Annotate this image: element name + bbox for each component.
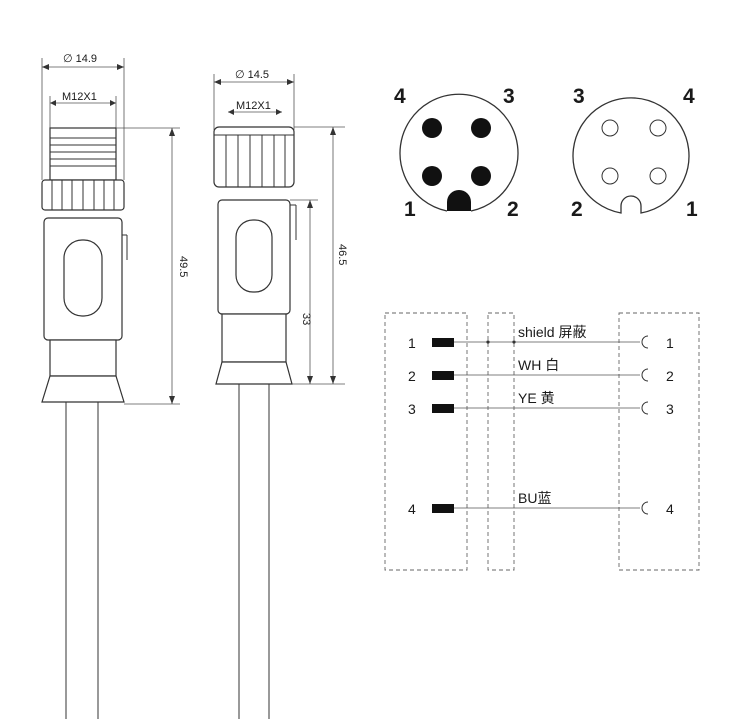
- female-socket-3: [601, 119, 619, 137]
- left-pin-number-1: 1: [408, 335, 416, 351]
- right-socket-1: [641, 335, 649, 349]
- male-connector: ∅ 14.9 M12X1: [41, 53, 189, 719]
- wire-label-yellow: YE 黄: [518, 390, 555, 406]
- male-length-label: 49.5: [177, 256, 189, 277]
- male-pin-label-4: 4: [394, 85, 406, 108]
- left-pin-marker-4: [432, 504, 454, 513]
- female-length-label: 46.5: [336, 244, 348, 265]
- female-socket-1: [649, 167, 667, 185]
- male-pin-2: [471, 166, 491, 186]
- female-socket-4: [649, 119, 667, 137]
- male-pin-4: [422, 118, 442, 138]
- male-pin-label-3: 3: [503, 85, 515, 108]
- left-pin-marker-1: [432, 338, 454, 347]
- male-pin-3: [471, 118, 491, 138]
- female-pin-label-1: 1: [686, 198, 698, 221]
- female-thread-label: M12X1: [236, 100, 271, 112]
- male-diameter-label: ∅ 14.9: [63, 53, 97, 65]
- male-pin-1: [422, 166, 442, 186]
- female-socket-face: 3 4 2 1: [571, 85, 698, 221]
- male-pin-label-2: 2: [507, 198, 519, 221]
- left-pin-marker-3: [432, 404, 454, 413]
- left-pin-number-3: 3: [408, 401, 416, 417]
- male-thread-label: M12X1: [62, 91, 97, 103]
- right-socket-3: [641, 401, 649, 415]
- right-pin-number-3: 3: [666, 401, 674, 417]
- right-socket-4: [641, 501, 649, 515]
- wiring-diagram: 1 2 3 4 shield 屏蔽 WH 白 YE 黄 BU蓝 1 2 3 4: [384, 312, 700, 571]
- right-socket-2: [641, 368, 649, 382]
- wire-label-blue: BU蓝: [518, 490, 551, 506]
- female-pin-label-2: 2: [571, 198, 583, 221]
- right-pin-number-1: 1: [666, 335, 674, 351]
- female-body-length-label: 33: [300, 313, 312, 325]
- wire-label-shield: shield 屏蔽: [518, 324, 586, 340]
- female-pin-label-3: 3: [573, 85, 585, 108]
- right-pin-number-4: 4: [666, 501, 674, 517]
- left-pin-number-4: 4: [408, 501, 416, 517]
- female-connector: ∅ 14.5 M12X1 46.5: [213, 69, 348, 719]
- female-socket-2: [601, 167, 619, 185]
- female-diameter-label: ∅ 14.5: [235, 69, 269, 81]
- male-pin-label-1: 1: [404, 198, 416, 221]
- wire-label-white: WH 白: [518, 357, 559, 373]
- male-pin-face: 4 3 1 2: [394, 85, 519, 221]
- right-pin-number-2: 2: [666, 368, 674, 384]
- left-pin-number-2: 2: [408, 368, 416, 384]
- left-pin-marker-2: [432, 371, 454, 380]
- female-pin-label-4: 4: [683, 85, 695, 108]
